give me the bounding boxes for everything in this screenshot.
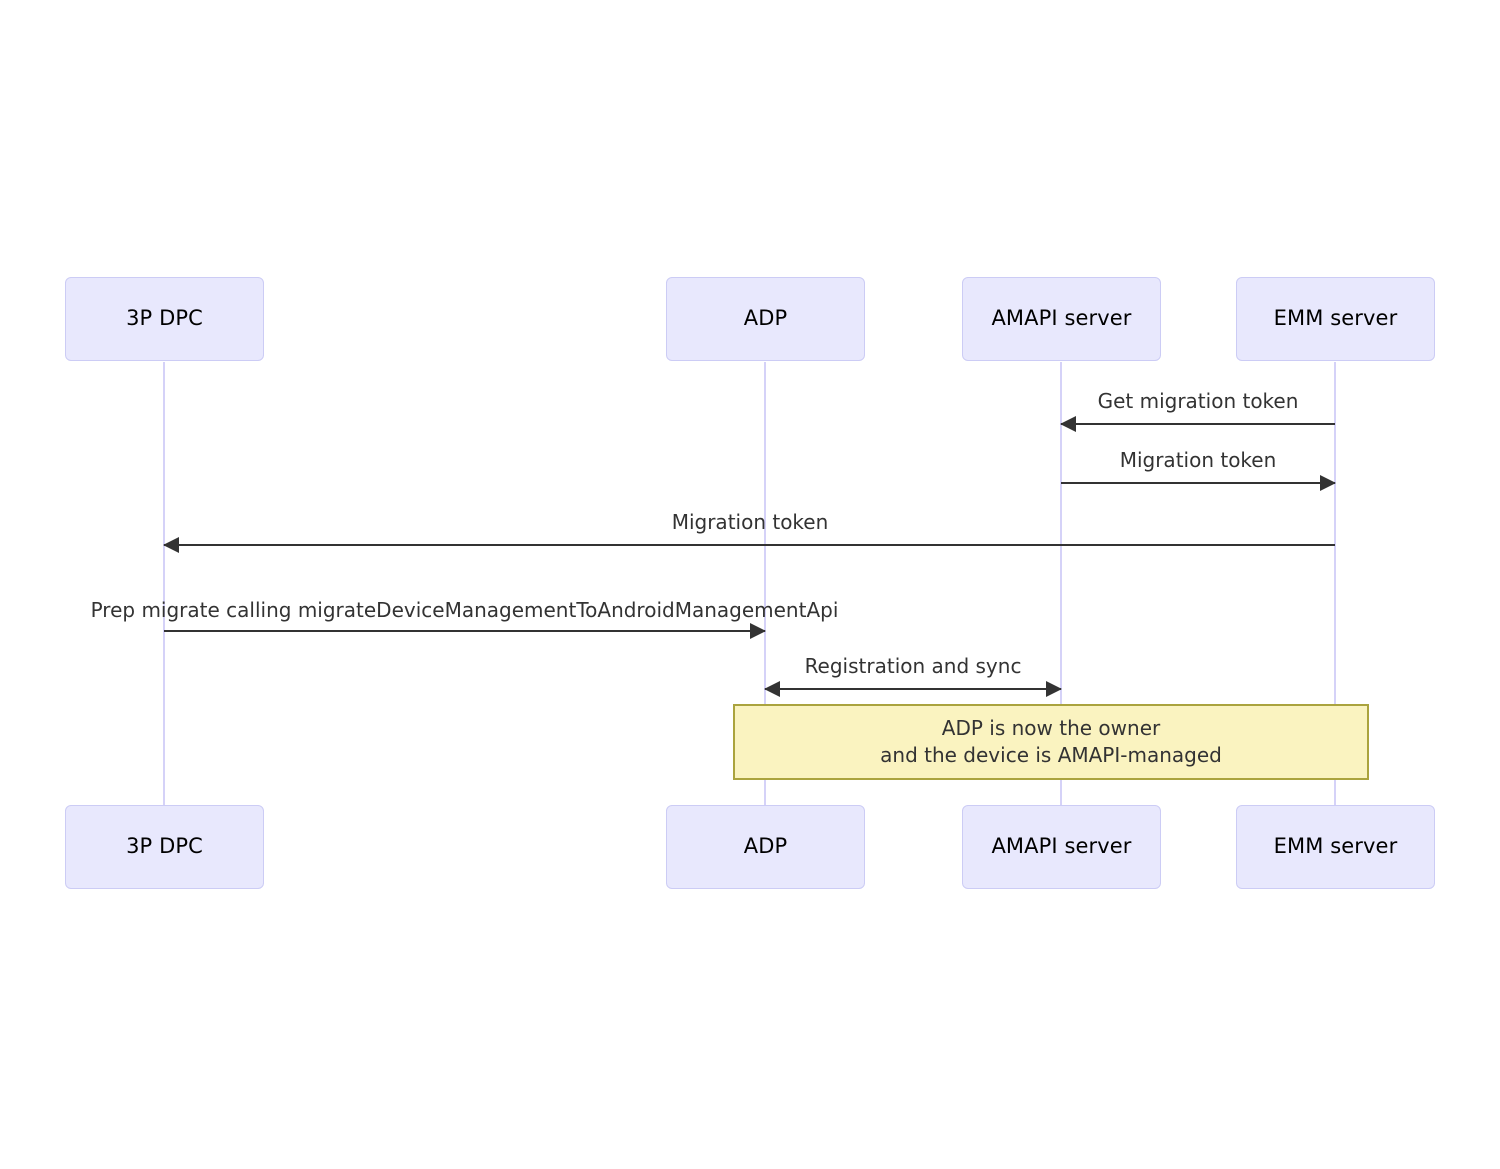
arrowhead-right-icon [1320,475,1336,491]
arrowhead-left-icon [764,681,780,697]
participant-label: 3P DPC [126,306,203,331]
participant-label: 3P DPC [126,834,203,859]
participant-top-3p-dpc[interactable]: 3P DPC [65,277,264,361]
participant-bottom-3p-dpc[interactable]: 3P DPC [65,805,264,889]
participant-label: AMAPI server [991,306,1132,331]
message-line [1061,482,1335,484]
message-line [765,688,1061,690]
message-line [1061,423,1335,425]
message-label: Get migration token [1097,389,1299,414]
message-label: Migration token [671,510,829,535]
note-line2: and the device is AMAPI-managed [880,743,1222,767]
arrowhead-right-icon [1046,681,1062,697]
lifeline-amapi-server [1060,362,1062,806]
arrowhead-right-icon [750,623,766,639]
participant-bottom-adp[interactable]: ADP [666,805,865,889]
message-label: Registration and sync [804,654,1022,679]
participant-label: EMM server [1273,834,1398,859]
note-text: ADP is now the owner and the device is A… [880,715,1222,768]
message-label: Migration token [1119,448,1277,473]
arrowhead-left-icon [163,537,179,553]
lifeline-3p-dpc [163,362,165,806]
lifeline-adp [764,362,766,806]
message-line [164,630,765,632]
participant-bottom-emm-server[interactable]: EMM server [1236,805,1435,889]
participant-top-amapi-server[interactable]: AMAPI server [962,277,1161,361]
participant-label: ADP [743,306,788,331]
message-label-line2: migrateDeviceManagementToAndroidManageme… [297,598,839,623]
participant-label: AMAPI server [991,834,1132,859]
arrowhead-left-icon [1060,416,1076,432]
message-label-line1: Prep migrate calling [90,598,292,623]
message-label: Prep migrate calling migrateDeviceManage… [91,598,839,624]
participant-top-emm-server[interactable]: EMM server [1236,277,1435,361]
note-line1: ADP is now the owner [941,716,1161,741]
participant-label: EMM server [1273,306,1398,331]
participant-bottom-amapi-server[interactable]: AMAPI server [962,805,1161,889]
note-adp-owner: ADP is now the owner and the device is A… [733,704,1369,780]
lifeline-emm-server [1334,362,1336,806]
participant-label: ADP [743,834,788,859]
message-line [164,544,1335,546]
participant-top-adp[interactable]: ADP [666,277,865,361]
